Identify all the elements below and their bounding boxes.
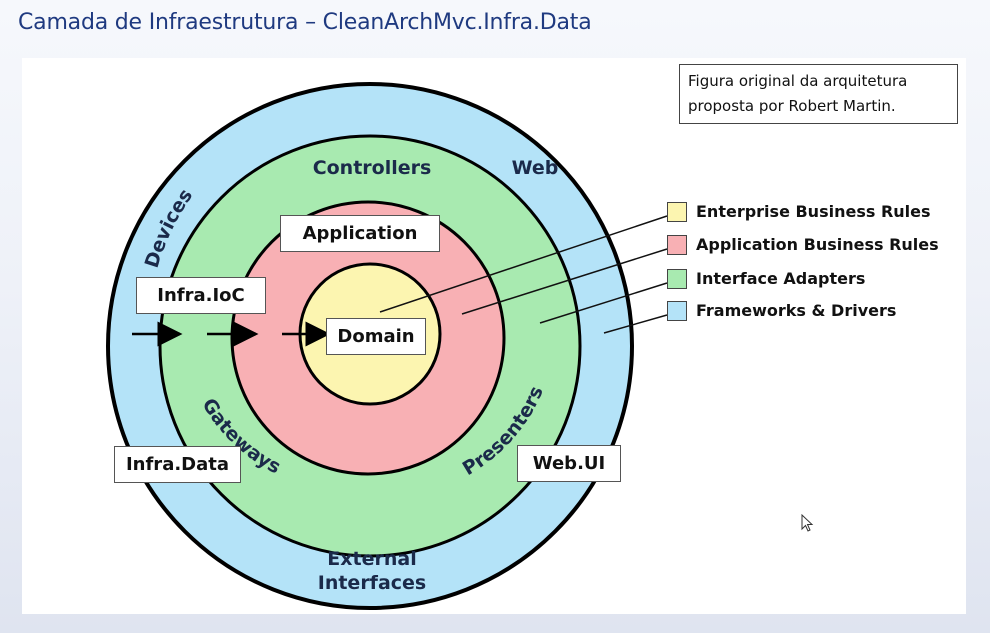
legend-swatch-application <box>667 235 687 255</box>
mouse-pointer-icon <box>801 514 814 532</box>
leader-line-application <box>461 248 668 315</box>
legend-label-enterprise: Enterprise Business Rules <box>696 202 931 221</box>
note-line-2: proposta por Robert Martin. <box>688 97 896 115</box>
web-label: Web <box>512 157 559 179</box>
leader-line-frameworks <box>603 314 668 334</box>
legend-label-application: Application Business Rules <box>696 235 939 254</box>
architecture-note: Figura original da arquitetura proposta … <box>679 64 958 124</box>
web-ui-box: Web.UI <box>517 445 621 482</box>
leader-line-adapters <box>539 282 668 324</box>
application-box: Application <box>280 215 440 252</box>
note-line-1: Figura original da arquitetura <box>688 72 908 90</box>
infra-ioc-box: Infra.IoC <box>136 277 266 314</box>
legend-label-frameworks: Frameworks & Drivers <box>696 301 897 320</box>
leader-line-enterprise <box>379 215 668 313</box>
legend-label-adapters: Interface Adapters <box>696 269 866 288</box>
external-interfaces-label-line2: Interfaces <box>318 572 426 594</box>
external-interfaces-label-line1: External <box>327 548 416 570</box>
controllers-label: Controllers <box>313 157 432 179</box>
infra-data-box: Infra.Data <box>114 446 241 483</box>
domain-box: Domain <box>326 318 426 355</box>
legend-swatch-frameworks <box>667 301 687 321</box>
slide-title: Camada de Infraestrutura – CleanArchMvc.… <box>18 10 592 35</box>
legend-swatch-adapters <box>667 269 687 289</box>
legend-swatch-enterprise <box>667 202 687 222</box>
